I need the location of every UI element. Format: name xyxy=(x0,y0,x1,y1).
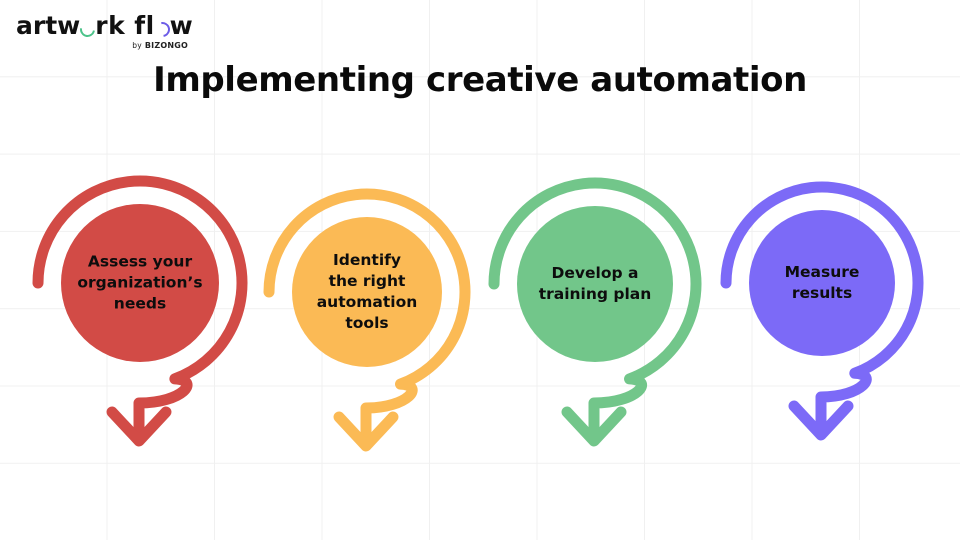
logo-byline: by BIZONGO xyxy=(132,41,188,50)
page-title: Implementing creative automation xyxy=(153,60,807,100)
step-circle-3[interactable] xyxy=(517,206,673,362)
spiral-arcs-group xyxy=(32,175,924,452)
logo-text-fl: fl xyxy=(134,11,155,40)
step-down-arrow-4 xyxy=(788,400,854,441)
logo-text-artw: artw xyxy=(16,11,81,40)
logo-text-w: w xyxy=(169,11,194,40)
step-down-arrow-1 xyxy=(106,406,172,447)
step-spiral-arc-4 xyxy=(720,181,924,435)
step-circle-1[interactable] xyxy=(61,204,219,362)
step-down-arrow-2 xyxy=(333,411,399,452)
step-circle-2[interactable] xyxy=(292,217,442,367)
logo-byline-by: by xyxy=(132,41,142,50)
step-circles-group xyxy=(61,204,895,367)
step-spiral-arc-1 xyxy=(32,175,248,441)
logo-byline-brand: BIZONGO xyxy=(144,41,188,50)
step-spiral-arc-2 xyxy=(263,188,471,446)
step-circle-4[interactable] xyxy=(749,210,895,356)
step-spiral-arc-3 xyxy=(488,177,702,441)
step-down-arrow-3 xyxy=(561,406,627,447)
logo-text-rk: rk xyxy=(95,11,126,40)
